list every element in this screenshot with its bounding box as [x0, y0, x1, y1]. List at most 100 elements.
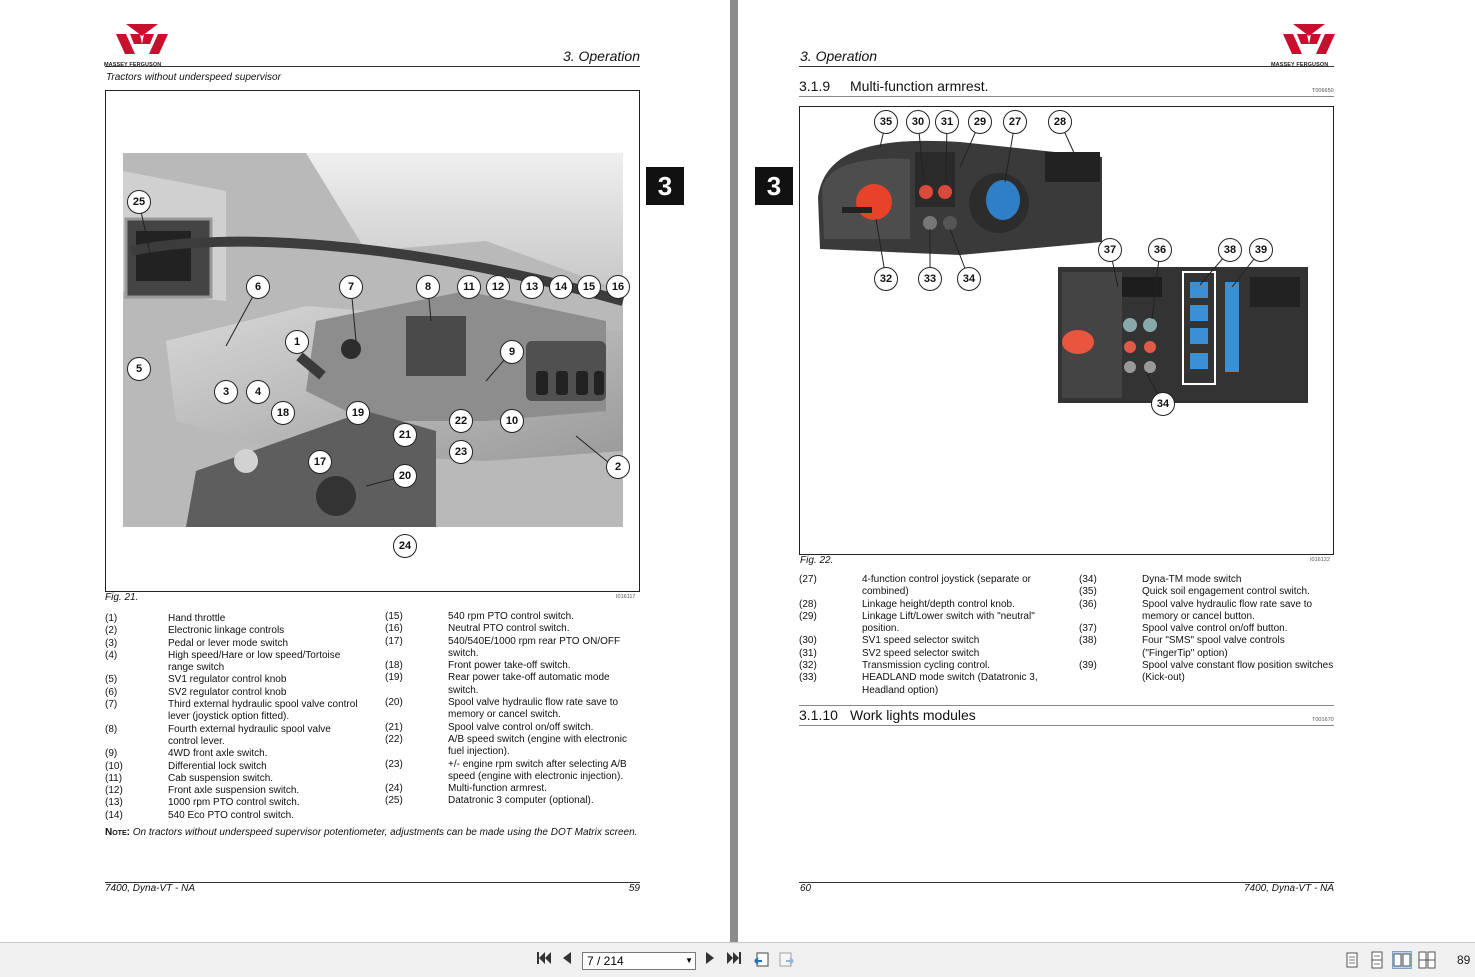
go-forward-icon[interactable]: [778, 951, 796, 969]
legend-item: (21)Spool valve control on/off switch.: [385, 721, 594, 733]
continuous-view-icon[interactable]: [1367, 951, 1387, 969]
callout-marker: 2: [606, 455, 630, 479]
callout-marker: 8: [416, 275, 440, 299]
callout-marker: 22: [449, 409, 473, 433]
callout-marker: 12: [486, 275, 510, 299]
legend-item: (16)Neutral PTO control switch.: [385, 623, 570, 635]
chevron-down-icon[interactable]: ▼: [685, 956, 693, 965]
first-page-icon[interactable]: [535, 951, 553, 969]
callout-marker: 1: [285, 330, 309, 354]
legend-column-left: (27)4-function control joystick (separat…: [799, 574, 1051, 697]
callout-marker: 4: [246, 380, 270, 404]
figure-code: I016122: [1310, 557, 1330, 563]
figure-caption: Fig. 21.: [105, 592, 139, 603]
callout-marker: 34: [957, 267, 981, 291]
callout-marker: 29: [968, 110, 992, 134]
figure-21: 25 6 7 8 11 12 13 14 15 16 5 3 4 1 9 18 …: [105, 90, 640, 592]
chapter-title: 3. Operation: [562, 48, 640, 64]
cab-controls-photo: [123, 153, 625, 527]
legend-item: (7)Third external hydraulic spool valve …: [105, 699, 358, 723]
single-page-view-icon[interactable]: [1342, 951, 1362, 969]
footer-page-number: 59: [628, 883, 640, 894]
legend-item: (6)SV2 regulator control knob: [105, 686, 287, 698]
callout-marker: 23: [449, 440, 473, 464]
callout-marker: 16: [606, 275, 630, 299]
last-page-icon[interactable]: [725, 951, 743, 969]
legend-item: (11)Cab suspension switch.: [105, 772, 274, 784]
callout-marker: 5: [127, 357, 151, 381]
figure-22: 35 30 31 29 27 28 37 36 38 39 32 33 34 3…: [799, 106, 1334, 555]
legend-item: (18)Front power take-off switch.: [385, 660, 571, 672]
footer-page-number: 60: [800, 883, 812, 894]
callout-marker: 24: [393, 534, 417, 558]
legend-item: (17)540/540E/1000 rpm rear PTO ON/OFF sw…: [385, 635, 621, 659]
legend-item: (24)Multi-function armrest.: [385, 783, 547, 795]
page-number-field[interactable]: 7 / 214 ▼: [582, 952, 696, 970]
legend-item: (10)Differential lock switch: [105, 760, 267, 772]
callout-marker: 14: [549, 275, 573, 299]
legend-item: (5)SV1 regulator control knob: [105, 674, 287, 686]
legend-item: (30)SV1 speed selector switch: [799, 635, 980, 647]
legend-item: (27)4-function control joystick (separat…: [799, 574, 1031, 598]
section-code: T006650: [1312, 88, 1334, 94]
go-back-icon[interactable]: [752, 951, 770, 969]
zoom-level-text[interactable]: 89: [1457, 953, 1471, 967]
legend-item: (25)Datatronic 3 computer (optional).: [385, 795, 594, 807]
left-page: MASSEY FERGUSON 3. Operation Tractors wi…: [0, 0, 730, 942]
callout-marker: 15: [577, 275, 601, 299]
footer-rule: [105, 882, 640, 883]
header-rule: [799, 66, 1334, 67]
legend-item: (20)Spool valve hydraulic flow rate save…: [385, 697, 619, 721]
chapter-tab: 3: [755, 167, 793, 205]
legend-item: (38)Four "SMS" spool valve controls ("Fi…: [1079, 635, 1285, 659]
header-rule: [105, 66, 640, 67]
callout-marker: 31: [935, 110, 959, 134]
legend-item: (37)Spool valve control on/off button.: [1079, 623, 1288, 635]
callout-marker: 36: [1148, 238, 1172, 262]
footer-model: 7400, Dyna-VT - NA: [1243, 883, 1334, 894]
brand-text: MASSEY FERGUSON: [104, 62, 162, 68]
figure-subtitle: Tractors without underspeed supervisor: [106, 72, 281, 83]
prev-page-icon[interactable]: [558, 951, 576, 969]
legend-item: (3)Pedal or lever mode switch: [105, 637, 289, 649]
legend-column-right: (34)Dyna-TM mode switch (35)Quick soil e…: [1079, 574, 1334, 685]
callout-marker: 10: [500, 409, 524, 433]
chapter-title: 3. Operation: [800, 48, 878, 64]
massey-ferguson-logo: MASSEY FERGUSON: [1271, 22, 1341, 70]
legend-item: (34)Dyna-TM mode switch: [1079, 574, 1242, 585]
legend-item: (23)+/- engine rpm switch after selectin…: [385, 758, 627, 782]
note: Note: On tractors without underspeed sup…: [105, 827, 640, 840]
chapter-tab: 3: [646, 167, 684, 205]
legend-column-left: (1)Hand throttle (2)Electronic linkage c…: [105, 613, 360, 822]
section-rule: [799, 725, 1334, 726]
legend-item: (35)Quick soil engagement control switch…: [1079, 586, 1310, 598]
note-label: Note:: [105, 827, 130, 838]
callout-marker: 27: [1003, 110, 1027, 134]
callout-marker: 18: [271, 401, 295, 425]
facing-view-icon[interactable]: [1392, 951, 1412, 969]
figure-code: I016117: [616, 594, 636, 600]
section-number: 3.1.10: [799, 707, 838, 723]
legend-item: (36)Spool valve hydraulic flow rate save…: [1079, 598, 1313, 622]
footer-rule: [799, 882, 1334, 883]
legend-item: (2)Electronic linkage controls: [105, 625, 285, 637]
note-text: On tractors without underspeed superviso…: [132, 827, 638, 838]
callout-marker: 25: [127, 190, 151, 214]
section-rule: [799, 96, 1334, 97]
massey-ferguson-logo: MASSEY FERGUSON: [104, 22, 174, 70]
footer-model: 7400, Dyna-VT - NA: [105, 883, 196, 894]
callout-marker: 11: [457, 275, 481, 299]
callout-marker: 7: [339, 275, 363, 299]
continuous-facing-view-icon[interactable]: [1417, 951, 1437, 969]
section-rule: [799, 705, 1334, 706]
callout-marker: 34: [1151, 392, 1175, 416]
legend-item: (29)Linkage Lift/Lower switch with "neut…: [799, 610, 1035, 635]
callout-marker: 13: [520, 275, 544, 299]
legend-item: (28)Linkage height/depth control knob.: [799, 598, 1015, 610]
callout-marker: 38: [1218, 238, 1242, 262]
next-page-icon[interactable]: [701, 951, 719, 969]
section-title: Work lights modules: [850, 707, 976, 723]
callout-marker: 30: [906, 110, 930, 134]
